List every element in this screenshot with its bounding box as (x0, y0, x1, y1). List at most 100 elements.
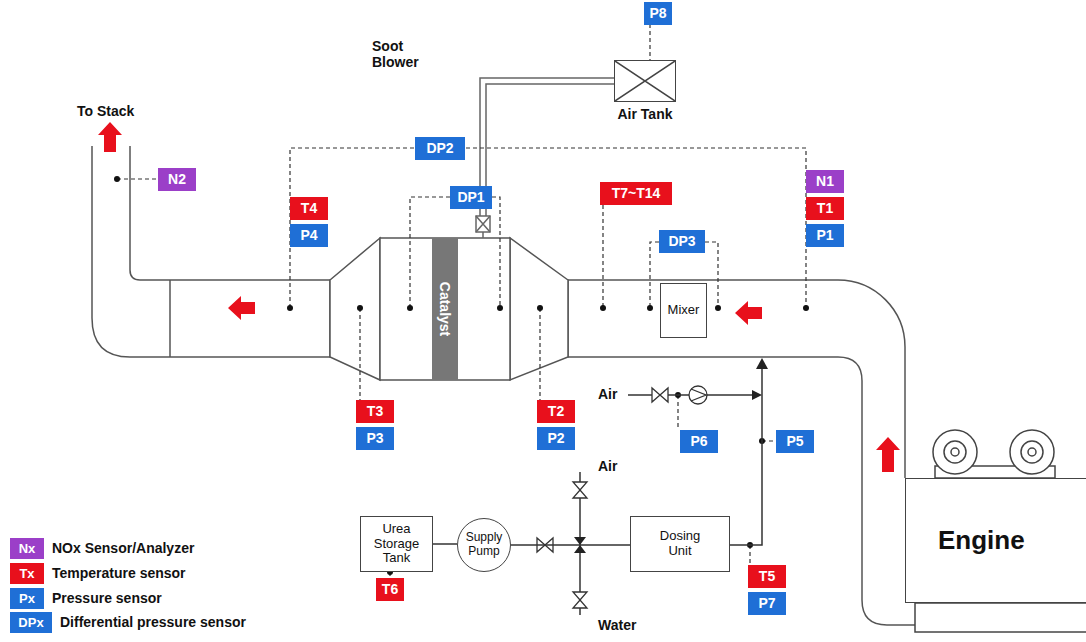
sensor-tag: T3 (356, 400, 394, 423)
sensor-tag: P8 (644, 2, 672, 25)
dosing-line (580, 366, 762, 615)
legend-text: Temperature sensor (52, 563, 186, 584)
part-label: To Stack (77, 103, 134, 119)
sensor-tag: P5 (776, 430, 814, 453)
node-text: P5 (786, 433, 803, 449)
engine-figure (944, 441, 966, 463)
legend-text: Pressure sensor (52, 588, 162, 609)
sensor-tag: DP1 (450, 186, 492, 209)
sensor-point (647, 305, 653, 311)
sensor-point (537, 305, 543, 311)
node-text: P8 (649, 5, 666, 21)
sensor-point (600, 305, 606, 311)
sensor-tag: DP2 (415, 137, 465, 160)
legend-text: NOx Sensor/Analyzer (52, 538, 194, 559)
dosing-line (730, 366, 762, 545)
swatch-label: DPx (10, 612, 52, 633)
exhaust-pipe (92, 146, 170, 357)
soot-blower-line (476, 78, 614, 238)
exhaust-pipe (568, 280, 905, 478)
leader-line (539, 308, 540, 400)
node-text: T1 (817, 200, 833, 216)
sensor-tag: T2 (537, 400, 575, 423)
legend-swatch (10, 563, 44, 584)
arrow-head (752, 390, 762, 400)
node-text: Air Tank (618, 106, 673, 122)
sensor-tag: N2 (158, 168, 196, 191)
leader-line (602, 205, 603, 308)
node-text: T4 (301, 200, 317, 216)
swatch-label: Px (10, 588, 44, 609)
sensor-tag: T1 (806, 197, 844, 220)
node-text: Engine (938, 526, 1025, 556)
node-text: Dosing Unit (650, 529, 710, 559)
swatch-label: Nx (10, 538, 44, 559)
valve-symbol (652, 388, 660, 402)
leader-line (677, 395, 678, 430)
process-box: Urea Storage Tank (360, 516, 433, 572)
node-text: T2 (548, 403, 564, 419)
part-label: Air (598, 458, 617, 474)
reactor (510, 238, 568, 380)
leader-line (410, 197, 500, 308)
node-text: N2 (168, 171, 186, 187)
node-text: Catalyst (437, 282, 453, 336)
part-label: Water (598, 617, 636, 633)
node-text: DP1 (457, 189, 484, 205)
part-label: Air (598, 386, 617, 402)
pipe-connector (433, 543, 457, 545)
reactor (330, 238, 380, 380)
valve-symbol (691, 389, 706, 401)
sensor-point (803, 305, 809, 311)
valve-symbol (573, 592, 587, 600)
sensor-point (114, 176, 120, 182)
sensor-tag: T5 (748, 565, 786, 588)
engine-figure (915, 430, 1086, 632)
node-text: P7 (758, 595, 775, 611)
sensor-point (287, 305, 293, 311)
legend-text: Differential pressure sensor (60, 612, 246, 633)
soot-blower-line (486, 84, 614, 216)
node-text: T6 (382, 581, 398, 597)
leader-line (117, 178, 158, 179)
sensor-point (114, 176, 809, 575)
reactor (380, 238, 510, 380)
node-text: P6 (690, 433, 707, 449)
valve-symbol (660, 388, 668, 402)
sensor-point (497, 305, 503, 311)
node-text: T3 (367, 403, 383, 419)
tank-cross (615, 61, 675, 101)
soot-blower-line (476, 216, 490, 238)
arrow-head (756, 358, 768, 369)
arrow-head (574, 545, 586, 553)
leader-line (117, 24, 806, 578)
node-text: P4 (300, 227, 317, 243)
leader-line (650, 242, 718, 308)
sensor-tag: N1 (806, 170, 844, 193)
leader-line (359, 308, 360, 400)
flow-arrow (98, 122, 900, 472)
sensor-tag: P1 (806, 224, 844, 247)
node-text: N1 (816, 173, 834, 189)
sensor-point (407, 305, 413, 311)
arrow-head (574, 537, 586, 545)
pipe-connector (511, 544, 630, 546)
engine-figure (915, 603, 1086, 632)
reactor (330, 238, 568, 380)
node-text: P3 (366, 430, 383, 446)
valve-symbol (573, 490, 587, 498)
legend-swatch (10, 588, 44, 609)
swatch-label: Tx (10, 563, 44, 584)
engine-figure (1021, 441, 1043, 463)
engine-figure (1028, 448, 1036, 456)
node-text: Urea Storage Tank (367, 522, 427, 567)
sensor-point (387, 569, 393, 575)
sensor-tag: T4 (290, 197, 328, 220)
tank-cross (615, 61, 675, 101)
flow-arrow (876, 437, 900, 472)
sensor-tag: P7 (748, 592, 786, 615)
air-tank: Air Tank (614, 60, 676, 102)
